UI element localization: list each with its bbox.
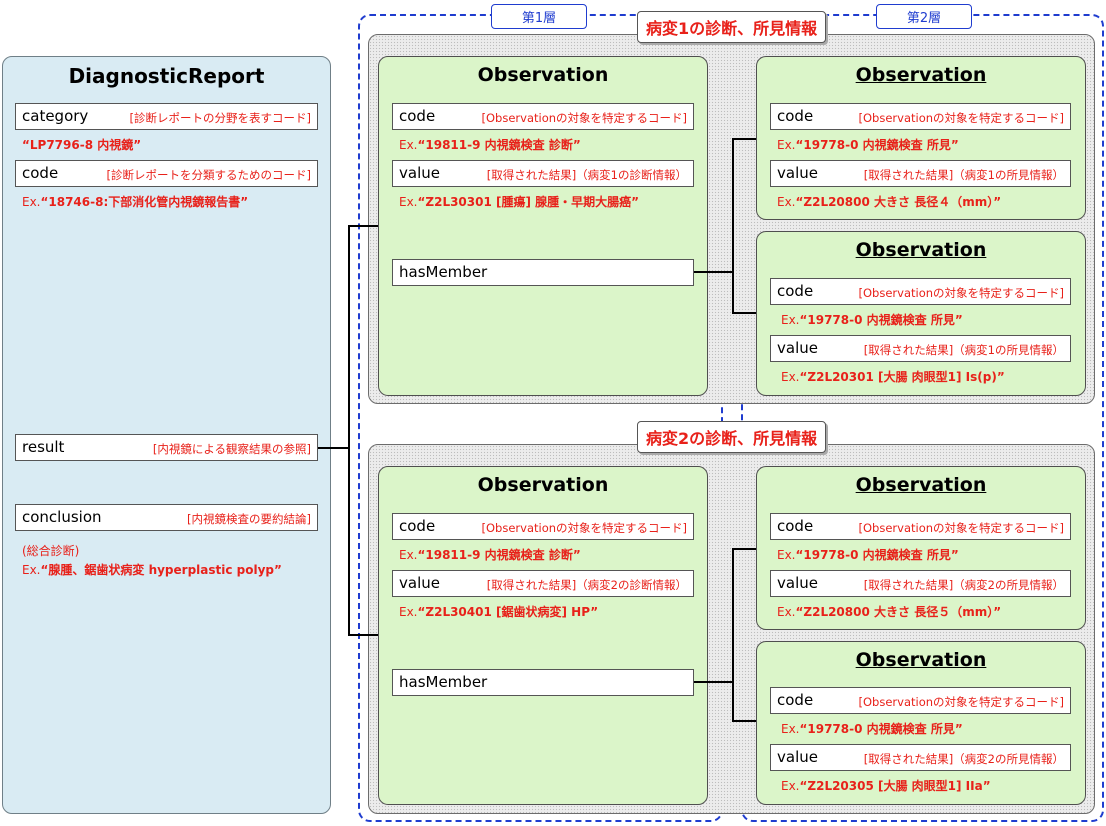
field-description: [取得された結果]（病変2の診断情報） [486,578,687,592]
observation-hasmember-field: hasMember [392,669,694,696]
observation-card [756,231,1086,396]
observation-hasmember-field: hasMember [392,259,694,286]
observation-title: Observation [855,64,987,86]
field-description: [内視鏡検査の要約結論] [187,512,311,526]
connector-line [694,681,734,683]
report-conclusion-field: conclusion [内視鏡検査の要約結論] [15,504,318,531]
connector-line [732,548,734,722]
field-name: code [22,164,59,182]
field-name: code [399,107,436,125]
field-description: [Observationの対象を特定するコード] [858,286,1065,300]
observation-value-field: value [取得された結果]（病変1の所見情報） [770,160,1071,187]
observation-title: Observation [477,474,609,496]
report-conclusion-example: Ex.“腺腫、鋸歯状病変 hyperplastic polyp” [22,563,282,577]
field-name: value [777,748,818,766]
connector-line [348,225,378,227]
observation-code-field: code [Observationの対象を特定するコード] [392,513,694,540]
connector-line [732,312,756,314]
observation-card [756,641,1086,805]
field-name: hasMember [399,263,488,281]
observation-code-field: code [Observationの対象を特定するコード] [770,103,1071,130]
observation-title: Observation [855,649,987,671]
report-result-field: result [内視鏡による観察結果の参照] [15,434,318,461]
observation-value-field: value [取得された結果]（病変1の診断情報） [392,160,694,187]
observation-code-example: Ex.“19778-0 内視鏡検査 所見” [781,313,963,327]
connector-line [732,138,756,140]
report-category-example: “LP7796-8 内視鏡” [22,138,142,152]
observation-code-example: Ex.“19778-0 内視鏡検査 所見” [777,138,959,152]
connector-line [318,447,350,449]
field-description: [Observationの対象を特定するコード] [481,521,688,535]
observation-card [756,466,1086,630]
field-description: [Observationの対象を特定するコード] [858,521,1065,535]
field-name: code [777,107,814,125]
report-code-field: code [診断レポートを分類するためのコード] [15,160,318,187]
connector-line [732,548,756,550]
field-description: [取得された結果]（病変1の診断情報） [486,168,687,182]
observation-value-field: value [取得された結果]（病変2の所見情報） [770,570,1071,597]
field-description: [内視鏡による観察結果の参照] [152,442,311,456]
observation-code-field: code [Observationの対象を特定するコード] [770,513,1071,540]
observation-value-example: Ex.“Z2L20800 大きさ 長径５（mm）” [777,605,1002,619]
field-description: [Observationの対象を特定するコード] [858,111,1065,125]
observation-code-example: Ex.“19811-9 内視鏡検査 診断” [399,138,581,152]
observation-value-example: Ex.“Z2L20800 大きさ 長径４（mm）” [777,195,1002,209]
field-description: [診断レポートを分類するためのコード] [106,168,311,182]
connector-line [732,138,734,314]
observation-value-field: value [取得された結果]（病変2の診断情報） [392,570,694,597]
connector-line [694,271,734,273]
field-description: [Observationの対象を特定するコード] [858,695,1065,709]
observation-card [756,56,1086,220]
observation-value-field: value [取得された結果]（病変2の所見情報） [770,744,1071,771]
report-code-example: Ex.“18746-8:下部消化管内視鏡報告書” [22,195,249,209]
connector-line [732,720,756,722]
observation-code-field: code [Observationの対象を特定するコード] [770,278,1071,305]
observation-value-example: Ex.“Z2L30301 [腫瘍] 腺腫・早期大腸癌” [399,195,640,209]
layer2-label: 第2層 [876,4,972,29]
observation-value-example: Ex.“Z2L20305 [大腸 肉眼型1] IIa” [781,779,991,793]
connector-line [348,634,378,636]
field-name: code [399,517,436,535]
lesion2-label: 病変2の診断、所見情報 [637,421,827,453]
field-name: hasMember [399,673,488,691]
field-name: code [777,517,814,535]
observation-value-example: Ex.“Z2L30401 [鋸歯状病変] HP” [399,605,599,619]
field-name: result [22,438,65,456]
lesion1-label: 病変1の診断、所見情報 [637,11,827,43]
observation-title: Observation [855,239,987,261]
observation-code-field: code [Observationの対象を特定するコード] [770,687,1071,714]
field-name: value [777,339,818,357]
diagnostic-report-title: DiagnosticReport [68,64,265,88]
field-name: code [777,282,814,300]
field-description: [取得された結果]（病変1の所見情報） [863,343,1064,357]
field-name: code [777,691,814,709]
observation-code-example: Ex.“19778-0 内視鏡検査 所見” [781,722,963,736]
field-description: [診断レポートの分野を表すコード] [129,111,311,125]
observation-title: Observation [477,64,609,86]
field-description: [取得された結果]（病変1の所見情報） [863,168,1064,182]
observation-title: Observation [855,474,987,496]
field-name: value [399,574,440,592]
field-description: [Observationの対象を特定するコード] [481,111,688,125]
layer1-label: 第1層 [491,4,587,29]
observation-value-field: value [取得された結果]（病変1の所見情報） [770,335,1071,362]
field-name: value [399,164,440,182]
observation-code-example: Ex.“19778-0 内視鏡検査 所見” [777,548,959,562]
field-name: value [777,574,818,592]
observation-code-field: code [Observationの対象を特定するコード] [392,103,694,130]
observation-code-example: Ex.“19811-9 内視鏡検査 診断” [399,548,581,562]
field-description: [取得された結果]（病変2の所見情報） [863,578,1064,592]
connector-line [348,225,350,636]
observation-value-example: Ex.“Z2L20301 [大腸 肉眼型1] Is(p)” [781,370,1005,384]
report-category-field: category [診断レポートの分野を表すコード] [15,103,318,130]
field-name: category [22,107,89,125]
field-description: [取得された結果]（病変2の所見情報） [863,752,1064,766]
field-name: conclusion [22,508,102,526]
field-name: value [777,164,818,182]
report-conclusion-note: (総合診断) [22,544,80,558]
